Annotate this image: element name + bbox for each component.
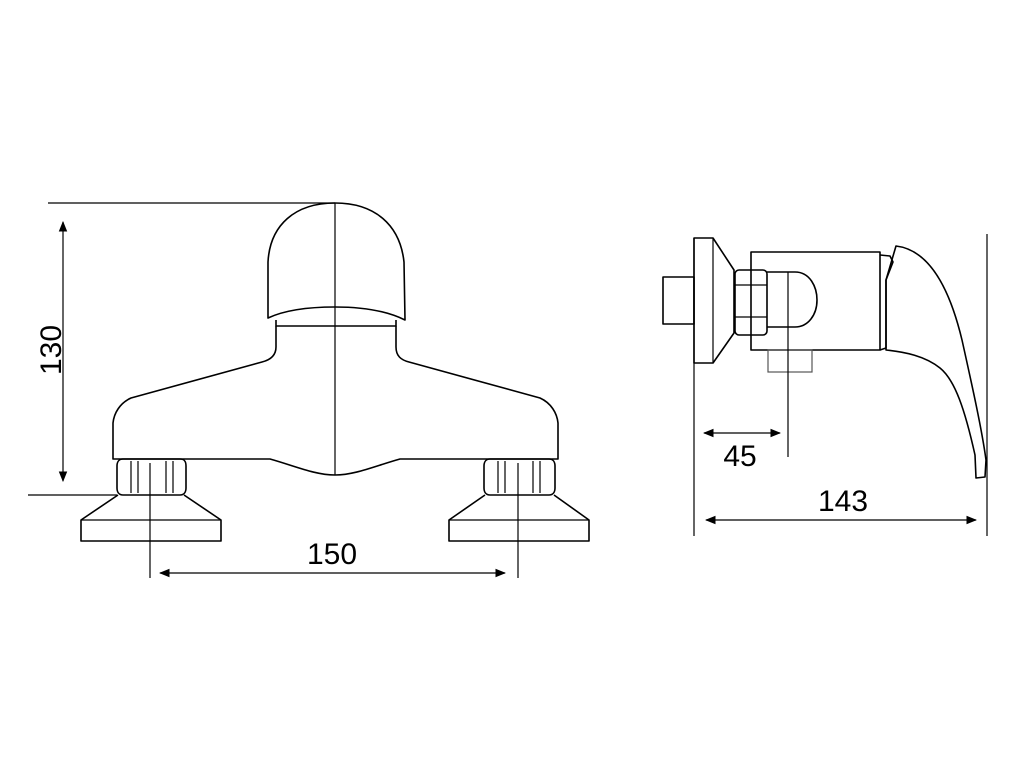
- total-depth-label: 143: [818, 485, 868, 518]
- wall-flange: [693, 237, 735, 364]
- lever-connector: [879, 254, 894, 351]
- body-block: [750, 251, 881, 351]
- left-inlet-nut: [80, 458, 222, 542]
- lever-handle: [885, 245, 987, 479]
- side-view: 45 143: [662, 234, 988, 536]
- width-dimension-label: 150: [307, 538, 357, 571]
- shower-outlet: [767, 349, 813, 373]
- height-dimension-label: 130: [35, 325, 68, 375]
- dome-cover: [767, 271, 818, 328]
- axis-depth-label: 45: [723, 440, 756, 473]
- connection-nut: [734, 269, 768, 336]
- handle-cap: [267, 202, 406, 321]
- front-view: 130 150: [28, 202, 590, 578]
- threaded-stub: [662, 276, 695, 325]
- cap-ring: [275, 320, 397, 327]
- right-inlet-nut: [448, 458, 590, 542]
